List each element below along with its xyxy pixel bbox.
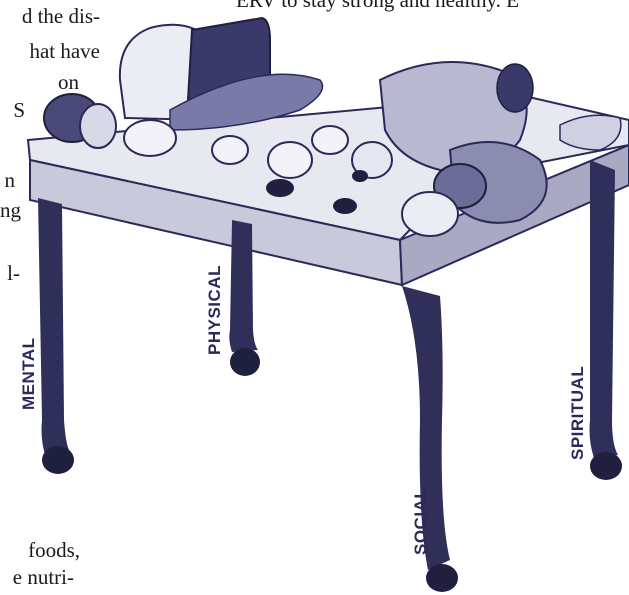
leg-social-foot (426, 564, 458, 592)
leg-mental (38, 198, 72, 458)
grapes (497, 64, 533, 112)
melon-slice (80, 104, 116, 148)
label-social: SOCIAL (411, 488, 430, 555)
label-physical: PHYSICAL (205, 265, 224, 355)
olive (266, 179, 294, 197)
orange-half (402, 192, 458, 236)
egg (312, 126, 348, 154)
egg (212, 136, 248, 164)
egg (268, 142, 312, 178)
cheese-wheel (124, 120, 176, 156)
label-mental: MENTAL (19, 337, 38, 410)
leg-spiritual-foot (590, 452, 622, 480)
leg-spiritual (590, 160, 619, 458)
prune (352, 170, 368, 182)
label-spiritual: SPIRITUAL (568, 366, 587, 460)
leg-mental-foot (42, 446, 74, 474)
leg-physical-foot (230, 348, 260, 376)
raisins (333, 198, 357, 214)
